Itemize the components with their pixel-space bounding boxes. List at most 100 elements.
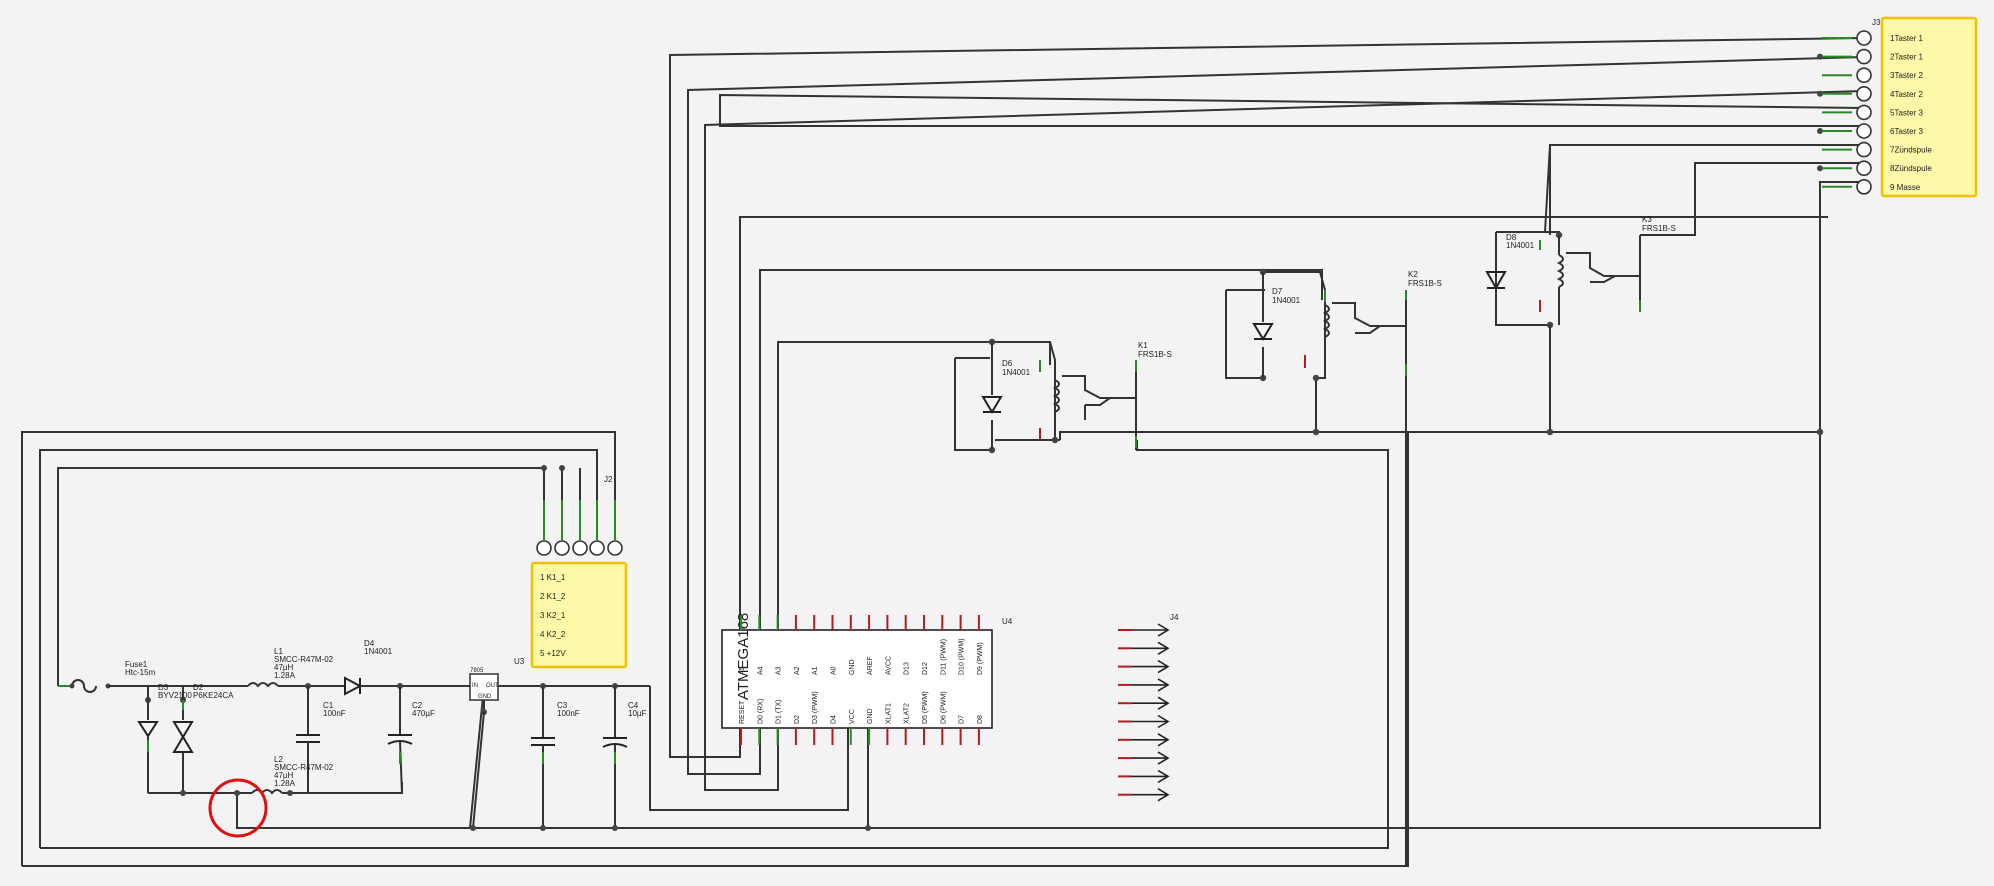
mcu-top-pin-label: D11 (PWM) bbox=[940, 639, 947, 675]
mcu-top-pin-label: A3 bbox=[776, 666, 783, 675]
svg-text:C3: C3 bbox=[557, 701, 568, 710]
j4-arrow-icon bbox=[1157, 769, 1170, 784]
mcu-top-pin-label: D13 bbox=[904, 662, 911, 675]
connector-j4[interactable]: J4 bbox=[1118, 613, 1179, 802]
j3-pin-circle[interactable] bbox=[1856, 160, 1872, 176]
j4-arrow-icon bbox=[1157, 788, 1170, 802]
mcu-top-pin-label: A0 bbox=[831, 666, 838, 675]
d6-part: 1N4001 bbox=[1002, 368, 1031, 377]
j3-pin-label: 3Taster 2 bbox=[1890, 71, 1923, 80]
d7-part: 1N4001 bbox=[1272, 296, 1301, 305]
j3-pin-label: 4Taster 2 bbox=[1890, 90, 1923, 99]
j3-pin-circle[interactable] bbox=[1856, 67, 1872, 83]
u4-ref: U4 bbox=[1002, 617, 1013, 626]
mcu-bottom-pin-label: XLAT1 bbox=[885, 703, 892, 724]
mcu-top-pin-label: D9 (PWM) bbox=[977, 642, 984, 675]
j3-pin-circle[interactable] bbox=[1856, 179, 1872, 195]
relay-k2[interactable]: D7 1N4001 K2 FRS1B-S bbox=[1225, 268, 1442, 866]
k1-ref: K1 bbox=[1138, 341, 1148, 350]
j3-pin-label: 9 Masse bbox=[1890, 183, 1921, 192]
svg-text:470µF: 470µF bbox=[412, 709, 435, 718]
j4-arrow-icon bbox=[1157, 696, 1170, 710]
svg-text:10µF: 10µF bbox=[628, 709, 647, 718]
j3-pin-label: 8Zündspule bbox=[1890, 164, 1932, 173]
k2-ref: K2 bbox=[1408, 270, 1418, 279]
mcu-bottom-pin-label: D8 bbox=[977, 715, 984, 724]
mcu-top-pin-label: A2 bbox=[794, 666, 801, 675]
svg-text:D4: D4 bbox=[364, 639, 375, 648]
d8-diode-symbol bbox=[1485, 271, 1507, 291]
relay-k3[interactable]: D8 1N4001 K3 FRS1B-S bbox=[1485, 144, 1824, 436]
j2-note-box bbox=[530, 561, 628, 669]
j2-pin-label: 2 K1_2 bbox=[540, 592, 566, 601]
j3-pin-label: 1Taster 1 bbox=[1890, 34, 1923, 43]
fuse-part: Htc-15m bbox=[125, 668, 156, 677]
svg-text:1N4001: 1N4001 bbox=[364, 647, 393, 656]
j2-pin-label: 4 K2_2 bbox=[540, 630, 566, 639]
mcu-top-pin-label: AREF bbox=[867, 656, 874, 675]
j4-arrow-icon bbox=[1157, 714, 1170, 729]
d6-ref: D6 bbox=[1002, 359, 1013, 368]
j4-arrow-icon bbox=[1157, 623, 1170, 637]
mcu-top-pin-label: D12 bbox=[922, 662, 929, 675]
mcu-bottom-pin-label: D2 bbox=[794, 715, 801, 724]
k3-ref: K3 bbox=[1642, 215, 1652, 224]
mcu-top-pin-label: A5 bbox=[739, 666, 746, 675]
svg-text:1.28A: 1.28A bbox=[274, 779, 296, 788]
svg-text:C2: C2 bbox=[412, 701, 423, 710]
svg-text:P6KE24CA: P6KE24CA bbox=[193, 691, 234, 700]
l2-symbol bbox=[251, 789, 283, 795]
mcu-bottom-pin-label: XLAT2 bbox=[904, 703, 911, 724]
j3-pin-circle[interactable] bbox=[1856, 141, 1872, 158]
fuse-symbol bbox=[71, 679, 97, 693]
highlight-circle bbox=[208, 778, 268, 838]
l1-symbol bbox=[247, 682, 279, 688]
mcu-top-pin-label: A4 bbox=[757, 666, 764, 675]
mcu-bottom-pin-label: D4 bbox=[831, 715, 838, 724]
mcu-bottom-pin-label: GND bbox=[867, 708, 874, 724]
svg-text:L1: L1 bbox=[274, 647, 283, 656]
j2-pin-circle[interactable] bbox=[554, 540, 570, 556]
mcu-body bbox=[721, 629, 993, 729]
j3-pin-circle[interactable] bbox=[1856, 30, 1872, 46]
mcu-bottom-pin-label: RESET bbox=[739, 700, 746, 724]
u3-ref: U3 bbox=[514, 657, 525, 666]
svg-text:7805: 7805 bbox=[470, 668, 484, 674]
j4-ref: J4 bbox=[1170, 613, 1179, 622]
connector-j2[interactable]: J2 1 K1_12 K1_23 K2_14 K2_25 +12V bbox=[530, 465, 628, 669]
d4-diode-symbol bbox=[344, 676, 363, 696]
j3-pin-circle[interactable] bbox=[1856, 104, 1872, 121]
svg-text:47µH: 47µH bbox=[274, 771, 294, 780]
d3-symbol bbox=[137, 721, 159, 738]
mcu-bottom-pin-label: VCC bbox=[849, 709, 856, 724]
d8-part: 1N4001 bbox=[1506, 241, 1535, 250]
j3-pin-circle[interactable] bbox=[1856, 123, 1872, 139]
mcu-top-pin-label: A1 bbox=[812, 666, 819, 675]
j3-pin-circle[interactable] bbox=[1856, 48, 1872, 65]
mcu-name: ATMEGA168 bbox=[735, 613, 752, 700]
j2-pin-circle[interactable] bbox=[536, 540, 552, 556]
fuse-ref: Fuse1 bbox=[125, 660, 148, 669]
j2-pin-circle[interactable] bbox=[607, 540, 623, 556]
j3-note-box bbox=[1880, 16, 1978, 198]
j4-arrow-icon bbox=[1157, 641, 1170, 655]
svg-text:47µH: 47µH bbox=[274, 663, 294, 672]
mcu-bottom-pin-label: D1 (TX) bbox=[776, 700, 783, 725]
j2-pin-circle[interactable] bbox=[589, 540, 605, 556]
svg-text:L2: L2 bbox=[274, 755, 283, 764]
power-supply[interactable]: Fuse1 Htc-15m L1 SMCC-R47M-02 47µH 1.28A… bbox=[58, 525, 871, 831]
j3-pin-circle[interactable] bbox=[1856, 86, 1872, 102]
j4-arrow-icon bbox=[1157, 659, 1170, 674]
mcu-top-pin-label: D10 (PWM) bbox=[959, 638, 966, 675]
j2-pin-circle[interactable] bbox=[572, 540, 588, 556]
j3-pin-label: 7Zündspule bbox=[1890, 146, 1932, 155]
svg-text:1.28A: 1.28A bbox=[274, 671, 296, 680]
j2-pin-label: 5 +12V bbox=[540, 649, 566, 658]
j4-arrow-icon bbox=[1157, 733, 1170, 747]
svg-text:SMCC-R47M-02: SMCC-R47M-02 bbox=[274, 655, 334, 664]
svg-text:C4: C4 bbox=[628, 701, 639, 710]
relay-k1[interactable]: D6 1N4001 K1 FRS1B-S bbox=[954, 338, 1172, 454]
